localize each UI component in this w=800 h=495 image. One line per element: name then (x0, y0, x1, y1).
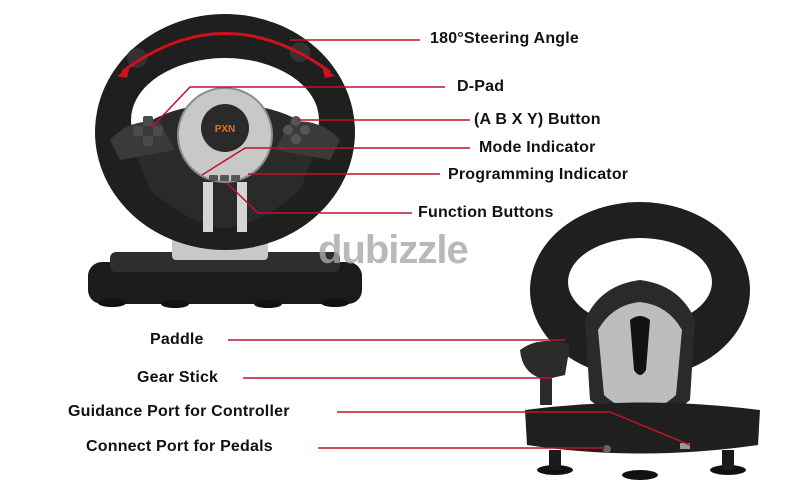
label-steering-angle: 180°Steering Angle (430, 30, 580, 47)
label-d-pad: D-Pad (457, 78, 505, 95)
label-programming-indicator: Programming Indicator (448, 166, 629, 183)
callout-lines (151, 39, 691, 449)
label-guidance-port: Guidance Port for Controller (68, 403, 290, 420)
brand-logo: PXN (215, 124, 236, 135)
front-wheel: PXN (88, 14, 362, 308)
label-pedal-port: Connect Port for Pedals (86, 438, 273, 455)
rear-wheel (520, 202, 760, 480)
label-mode-indicator: Mode Indicator (479, 139, 596, 156)
label-gear-stick: Gear Stick (137, 369, 219, 386)
label-paddle: Paddle (150, 331, 204, 348)
label-function-buttons: Function Buttons (418, 204, 554, 221)
watermark: dubizzle (318, 228, 469, 272)
label-abxy-button: (A B X Y) Button (474, 111, 601, 128)
